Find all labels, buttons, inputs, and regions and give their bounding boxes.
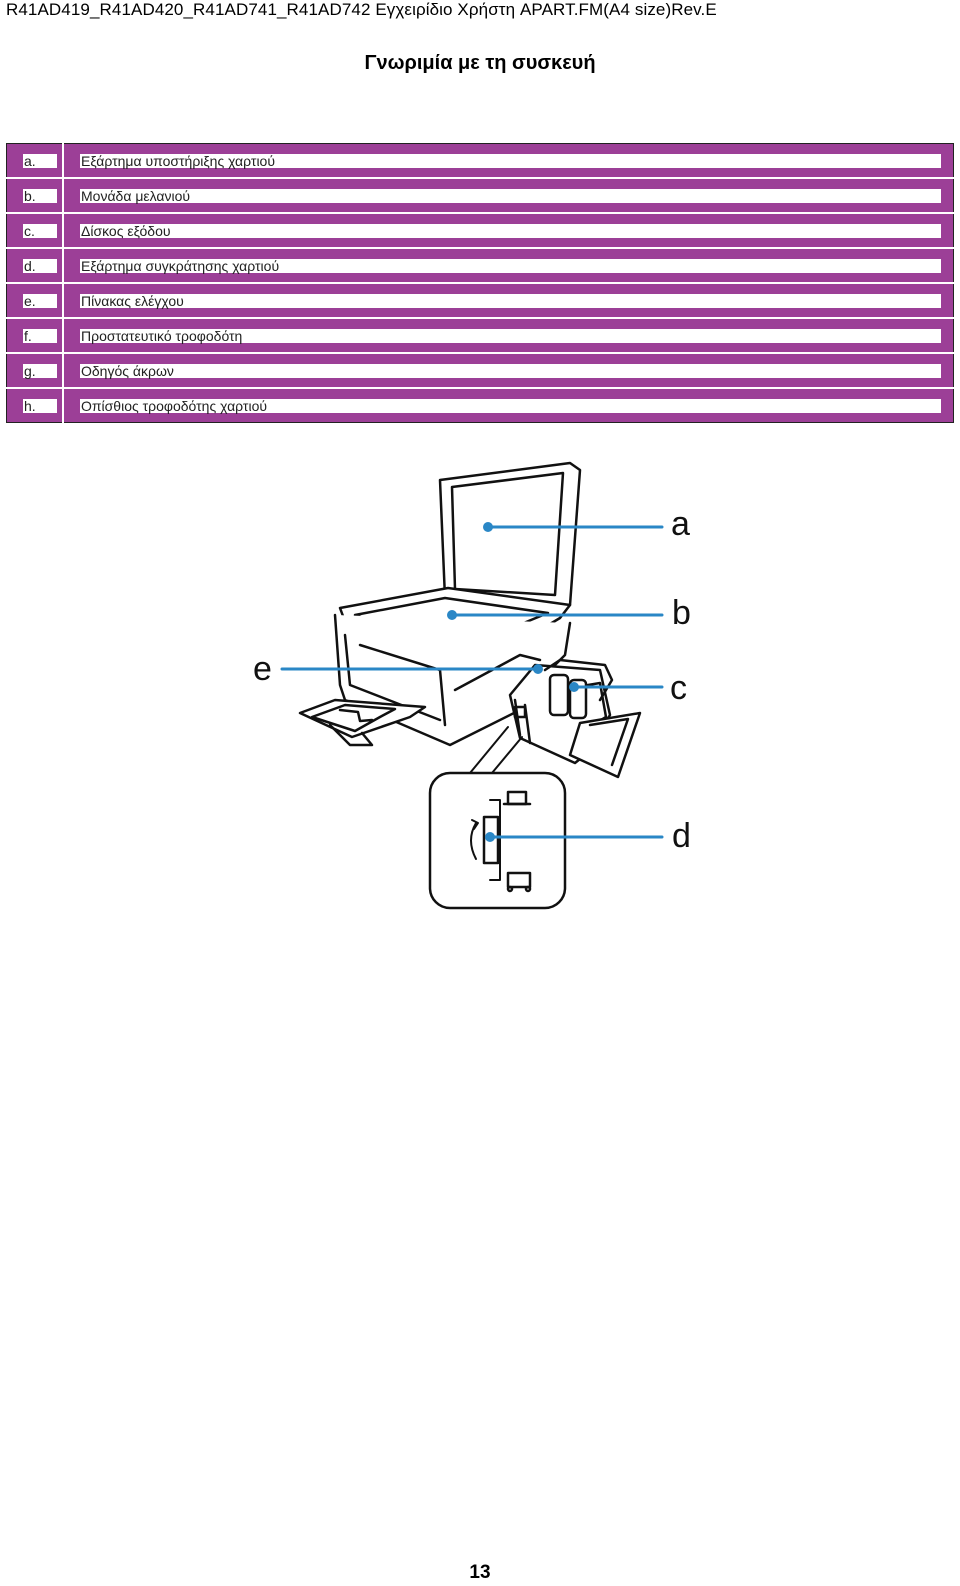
part-letter: h. <box>23 398 57 413</box>
printer-illustration <box>280 461 664 910</box>
part-letter: a. <box>23 153 57 168</box>
part-letter: f. <box>23 328 57 343</box>
part-letter-cell: g. <box>6 353 64 389</box>
part-name-cell: Προστατευτικό τροφοδότη <box>63 318 954 354</box>
table-row: b. Μονάδα μελανιού <box>6 178 954 214</box>
part-name: Οπίσθιος τροφοδότης χαρτιού <box>80 398 941 413</box>
part-name-cell: Εξάρτημα συγκράτησης χαρτιού <box>63 248 954 284</box>
part-name-cell: Οπίσθιος τροφοδότης χαρτιού <box>63 388 954 423</box>
table-row: a. Εξάρτημα υποστήριξης χαρτιού <box>6 143 954 179</box>
table-row: g. Οδηγός άκρων <box>6 353 954 389</box>
part-letter-cell: d. <box>6 248 64 284</box>
part-name: Εξάρτημα συγκράτησης χαρτιού <box>80 258 941 273</box>
table-row: e. Πίνακας ελέγχου <box>6 283 954 319</box>
part-name: Οδηγός άκρων <box>80 363 941 378</box>
callout-label-a: a <box>671 505 690 543</box>
part-name: Μονάδα μελανιού <box>80 188 941 203</box>
part-name-cell: Οδηγός άκρων <box>63 353 954 389</box>
part-letter: c. <box>23 223 57 238</box>
part-name: Δίσκος εξόδου <box>80 223 941 238</box>
part-name-cell: Δίσκος εξόδου <box>63 213 954 249</box>
parts-table: a. Εξάρτημα υποστήριξης χαρτιού b. Μονάδ… <box>6 143 954 423</box>
part-name-cell: Μονάδα μελανιού <box>63 178 954 214</box>
table-row: h. Οπίσθιος τροφοδότης χαρτιού <box>6 388 954 423</box>
part-letter-cell: b. <box>6 178 64 214</box>
part-letter-cell: a. <box>6 143 64 179</box>
part-letter: e. <box>23 293 57 308</box>
part-name: Προστατευτικό τροφοδότη <box>80 328 941 343</box>
callout-label-e: e <box>253 650 272 688</box>
page-number: 13 <box>469 1562 491 1583</box>
part-letter-cell: f. <box>6 318 64 354</box>
callout-lines <box>280 525 664 839</box>
table-row: c. Δίσκος εξόδου <box>6 213 954 249</box>
printer-figure: a b e c d <box>0 455 960 925</box>
part-name: Εξάρτημα υποστήριξης χαρτιού <box>80 153 941 168</box>
part-letter-cell: c. <box>6 213 64 249</box>
part-letter: d. <box>23 258 57 273</box>
table-row: d. Εξάρτημα συγκράτησης χαρτιού <box>6 248 954 284</box>
part-name-cell: Εξάρτημα υποστήριξης χαρτιού <box>63 143 954 179</box>
part-letter-cell: h. <box>6 388 64 423</box>
part-name: Πίνακας ελέγχου <box>80 293 941 308</box>
callout-label-d: d <box>672 817 691 855</box>
callout-label-b: b <box>672 594 691 632</box>
document-header: R41AD419_R41AD420_R41AD741_R41AD742 Εγχε… <box>6 0 717 19</box>
section-title: Γνωριμία με τη συσκευή <box>364 52 596 74</box>
part-letter: b. <box>23 188 57 203</box>
table-row: f. Προστατευτικό τροφοδότη <box>6 318 954 354</box>
part-name-cell: Πίνακας ελέγχου <box>63 283 954 319</box>
part-letter: g. <box>23 363 57 378</box>
part-letter-cell: e. <box>6 283 64 319</box>
callout-label-c: c <box>670 669 687 707</box>
